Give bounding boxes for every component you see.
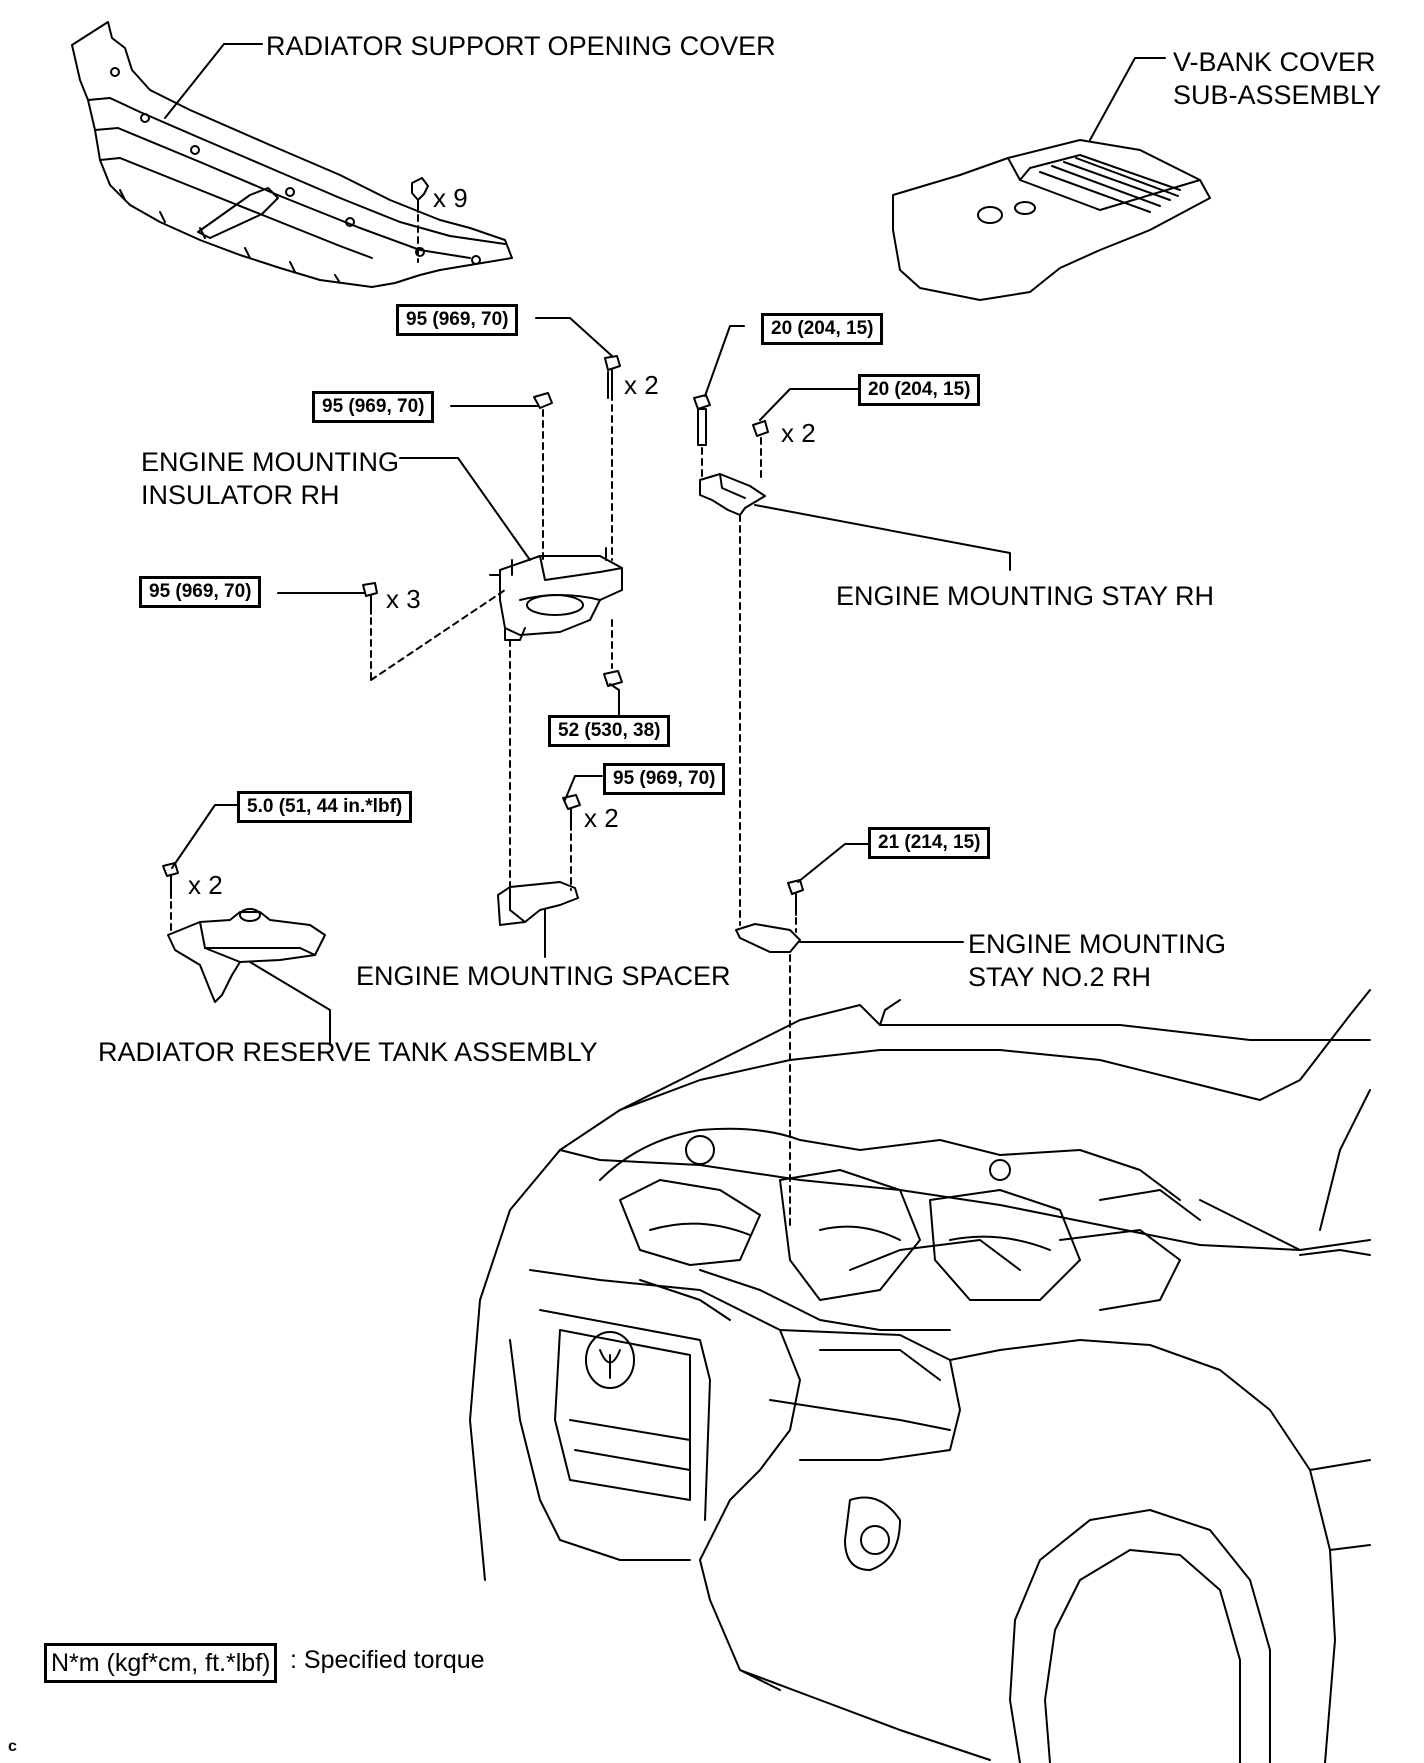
torque-box-stay2-bolt: 21 (214, 15)	[868, 827, 991, 859]
label-vbank-cover-line1: V-BANK COVER	[1173, 47, 1376, 77]
engine-mount-insulator-drawing	[399, 457, 623, 641]
vbank-cover-drawing	[892, 57, 1211, 301]
torque-box-spacer-bolt: 95 (969, 70)	[603, 763, 726, 795]
label-mount-insulator-line1: ENGINE MOUNTING	[141, 447, 400, 477]
legend-description: : Specified torque	[290, 1646, 485, 1674]
label-radiator-support-cover: RADIATOR SUPPORT OPENING COVER	[266, 31, 776, 61]
qty-tank-bolts: x 2	[188, 870, 223, 900]
qty-stay-nuts: x 2	[781, 418, 816, 448]
torque-box-insulator-lower-nut: 52 (530, 38)	[548, 715, 671, 747]
torque-box-stay-nut: 20 (204, 15)	[858, 374, 981, 406]
engine-mount-stay2-drawing	[735, 879, 964, 1231]
vehicle-drawing	[469, 989, 1371, 1763]
torque-box-insulator-top-nut: 95 (969, 70)	[312, 391, 435, 423]
torque-leaders	[171, 317, 870, 883]
clip-fastener	[411, 177, 429, 263]
torque-box-insulator-top-bolt: 95 (969, 70)	[396, 304, 519, 336]
torque-box-tank-bolt: 5.0 (51, 44 in.*lbf)	[237, 791, 413, 823]
engine-mount-spacer-drawing	[497, 794, 581, 958]
label-mount-stay2-line2: STAY NO.2 RH	[968, 962, 1152, 992]
torque-box-insulator-side-bolt: 95 (969, 70)	[139, 576, 262, 608]
label-vbank-cover-line2: SUB-ASSEMBLY	[1173, 80, 1382, 110]
label-reserve-tank: RADIATOR RESERVE TANK ASSEMBLY	[98, 1037, 598, 1067]
label-mount-stay2-line1: ENGINE MOUNTING	[968, 929, 1227, 959]
engine-mount-stay-drawing	[693, 394, 1011, 926]
qty-insulator-top-bolts: x 2	[624, 370, 659, 400]
label-mount-insulator-line2: INSULATOR RH	[141, 480, 340, 510]
qty-insulator-side-bolts: x 3	[386, 584, 421, 614]
label-mount-spacer: ENGINE MOUNTING SPACER	[356, 961, 731, 991]
torque-box-stay-bolt: 20 (204, 15)	[761, 313, 884, 345]
insulator-fasteners	[362, 355, 623, 687]
qty-clips: x 9	[433, 183, 468, 213]
legend-torque-units: N*m (kgf*cm, ft.*lbf)	[44, 1643, 278, 1683]
qty-spacer-bolts: x 2	[584, 803, 619, 833]
radiator-support-cover-drawing	[71, 21, 513, 288]
reserve-tank-drawing	[162, 862, 331, 1046]
label-mount-stay: ENGINE MOUNTING STAY RH	[836, 581, 1215, 611]
corner-mark: c	[8, 1738, 17, 1755]
